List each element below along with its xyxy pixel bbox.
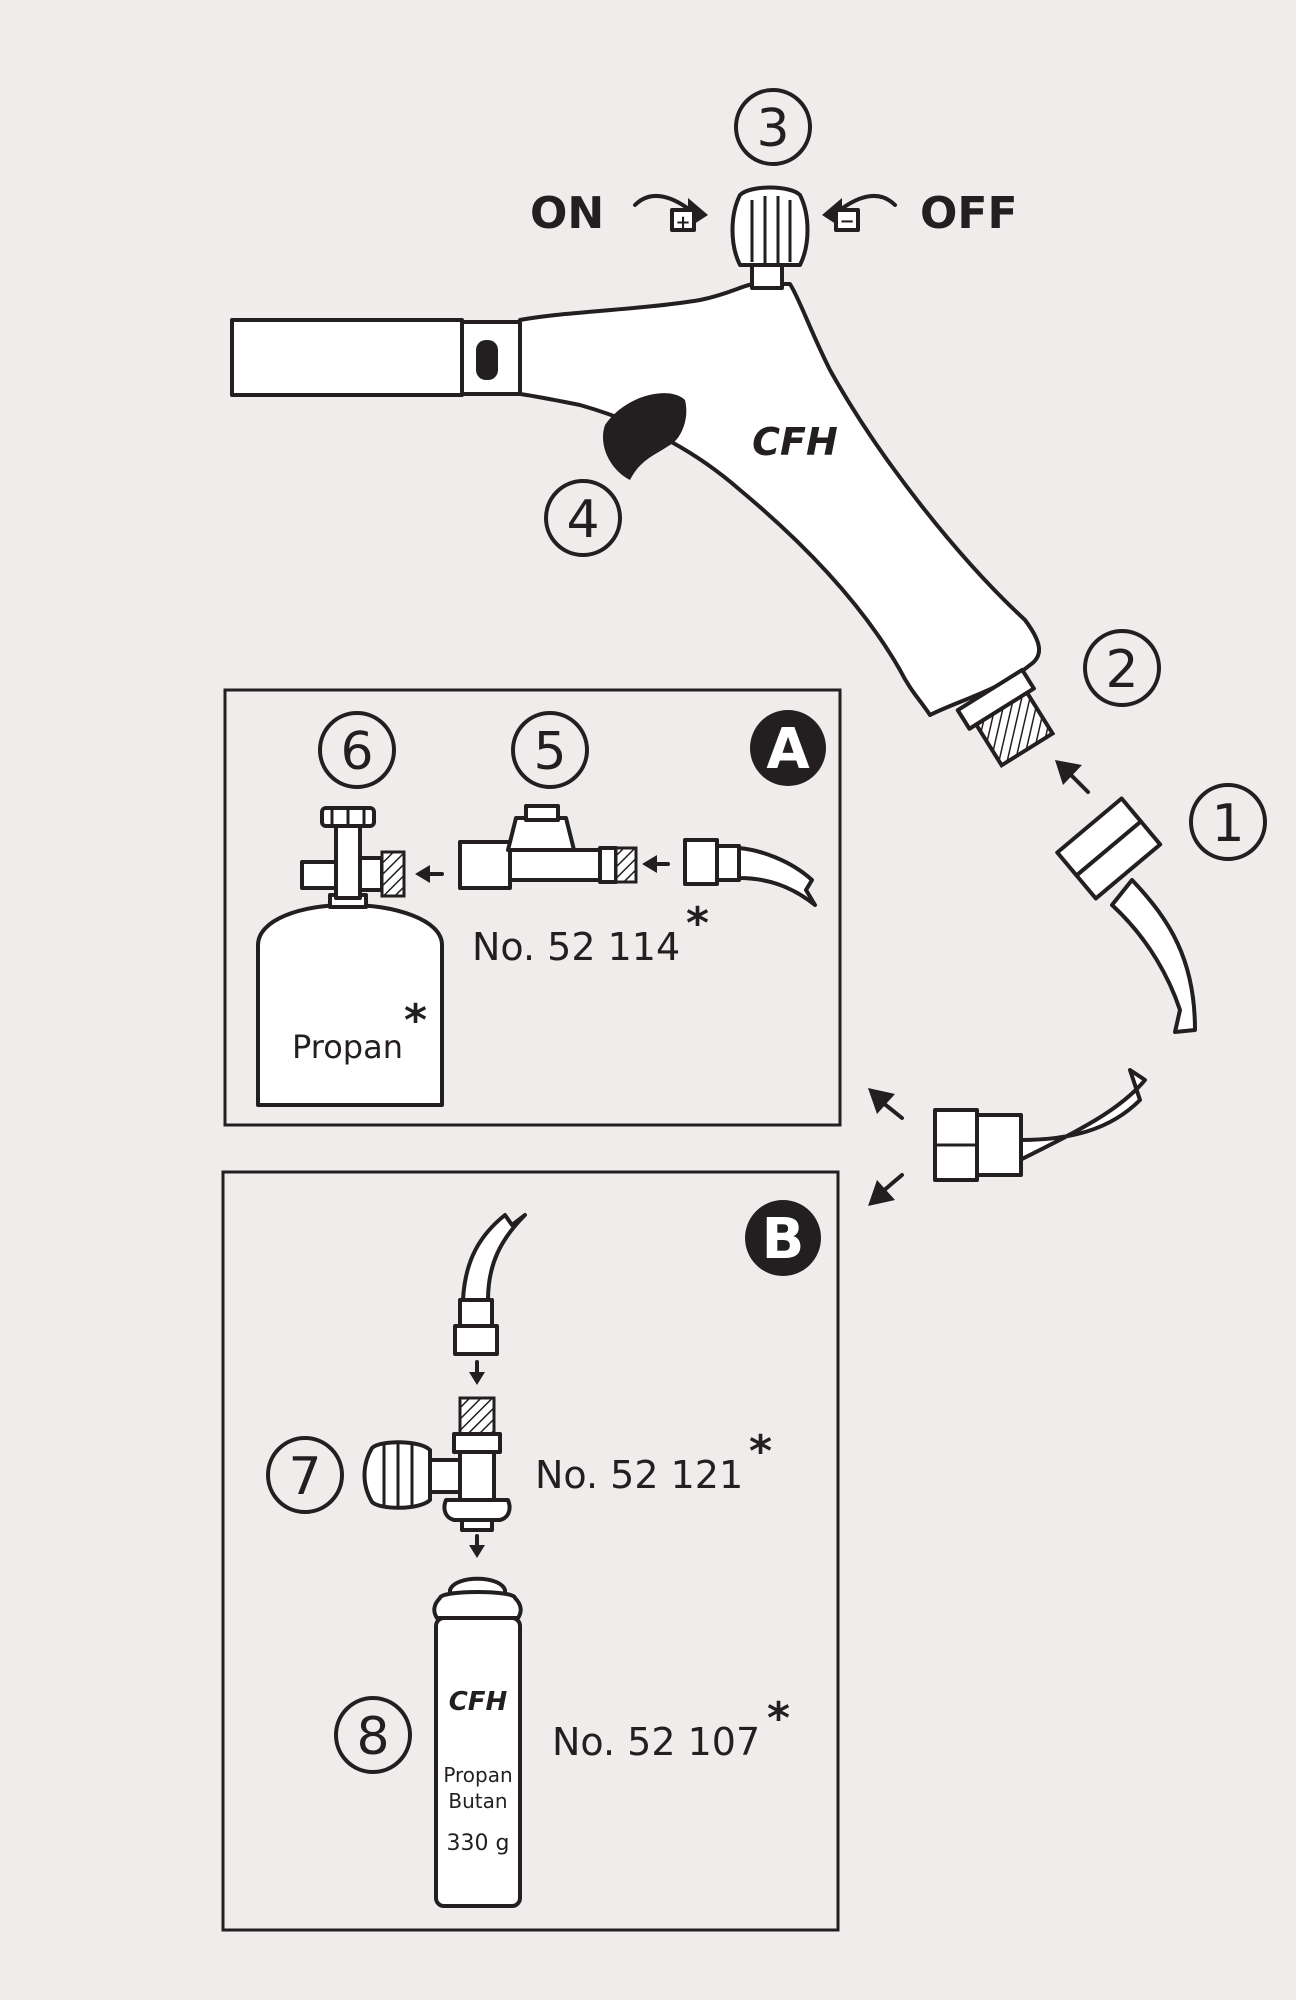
callout-6: 6 bbox=[318, 711, 396, 789]
gas-cartridge bbox=[432, 1576, 523, 1908]
panel-b-badge bbox=[745, 1200, 821, 1276]
torch-nozzle-collar bbox=[460, 320, 522, 396]
svg-text:+: + bbox=[675, 212, 690, 233]
torch-inlet-thread bbox=[955, 667, 1056, 769]
cartridge-gas-label-2: Butan bbox=[448, 1789, 507, 1813]
callout-7: 7 bbox=[266, 1436, 344, 1514]
tank-asterisk: * bbox=[404, 995, 427, 1046]
hose-end-panel-a bbox=[683, 838, 817, 907]
torch-valve-knob bbox=[730, 185, 810, 267]
cartridge-part-number: No. 52 107 bbox=[552, 1720, 760, 1764]
arrow-icon bbox=[1055, 760, 1090, 794]
hose-lower-segment bbox=[933, 1068, 1147, 1182]
svg-text:7: 7 bbox=[288, 1447, 321, 1507]
callout-8: 8 bbox=[334, 1696, 412, 1774]
torch-illustration: CFH bbox=[230, 185, 1056, 769]
panel-a-propane-tank-setup: A 6 5 Propan * bbox=[223, 688, 842, 1127]
callout-3: 3 bbox=[734, 88, 812, 166]
svg-text:1: 1 bbox=[1211, 794, 1244, 854]
callout-5: 5 bbox=[511, 711, 589, 789]
cartridge-weight-label: 330 g bbox=[447, 1831, 510, 1856]
cartridge-brand-logo: CFH bbox=[449, 1687, 508, 1717]
svg-text:A: A bbox=[766, 717, 810, 782]
svg-text:6: 6 bbox=[340, 722, 373, 782]
panel-b-cartridge-setup: B 7 No. 52 121 * bbox=[221, 1170, 840, 1932]
callout-2: 2 bbox=[1083, 629, 1161, 707]
regulator-asterisk: * bbox=[686, 898, 709, 949]
tank-gas-label: Propan bbox=[292, 1028, 403, 1066]
torch-air-slot bbox=[476, 340, 498, 380]
rotate-off-icon: − bbox=[822, 193, 897, 232]
off-label: OFF bbox=[920, 188, 1018, 239]
panel-b-frame bbox=[221, 1170, 840, 1932]
torch-body bbox=[518, 282, 1041, 717]
hose-upper-segment bbox=[1055, 796, 1197, 1034]
svg-text:8: 8 bbox=[356, 1707, 389, 1767]
svg-text:2: 2 bbox=[1105, 640, 1138, 700]
panel-a-frame bbox=[223, 688, 842, 1127]
callout-4: 4 bbox=[544, 479, 622, 557]
rotate-on-icon: + bbox=[633, 193, 708, 233]
arrow-icon bbox=[415, 865, 444, 883]
svg-text:B: B bbox=[762, 1207, 805, 1272]
svg-text:−: − bbox=[839, 211, 854, 232]
valve-part-number: No. 52 121 bbox=[535, 1453, 743, 1497]
arrow-icon bbox=[469, 1534, 485, 1558]
arrow-icon bbox=[469, 1360, 485, 1385]
panel-a-badge bbox=[750, 710, 826, 786]
hose-end-panel-b bbox=[453, 1213, 527, 1356]
torch-brand-logo: CFH bbox=[752, 420, 838, 464]
arrow-icon bbox=[642, 855, 670, 873]
cartridge-gas-label-1: Propan bbox=[443, 1763, 512, 1787]
regulator-part-number: No. 52 114 bbox=[472, 925, 680, 969]
svg-text:4: 4 bbox=[566, 490, 599, 550]
svg-text:5: 5 bbox=[533, 722, 566, 782]
on-label: ON bbox=[530, 188, 604, 239]
torch-igniter-trigger bbox=[602, 393, 687, 480]
valve-asterisk: * bbox=[749, 1426, 772, 1477]
cartridge-valve-adapter bbox=[362, 1396, 512, 1532]
cartridge-asterisk: * bbox=[767, 1693, 790, 1744]
callout-1: 1 bbox=[1189, 783, 1267, 861]
arrow-icon bbox=[868, 1173, 904, 1206]
tank-valve bbox=[300, 806, 406, 900]
svg-text:3: 3 bbox=[756, 99, 789, 159]
torch-nozzle bbox=[230, 318, 464, 397]
arrow-icon bbox=[868, 1088, 904, 1120]
pressure-regulator bbox=[458, 804, 638, 890]
